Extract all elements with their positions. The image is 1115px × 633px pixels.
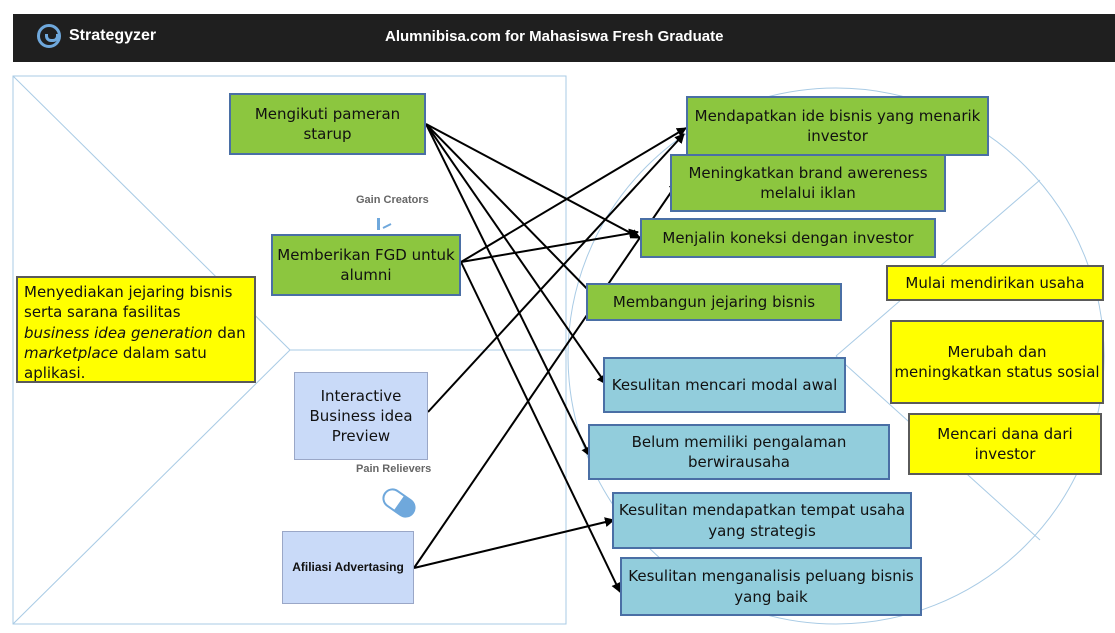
connector-arrows [413,123,687,593]
pain-2[interactable]: Belum memiliki pengalaman berwirausaha [588,424,890,480]
gain-4[interactable]: Membangun jejaring bisnis [586,283,842,321]
job-3[interactable]: Mencari dana dari investor [908,413,1102,475]
pain-reliever-1[interactable]: Interactive Business idea Preview [294,372,428,460]
brand-logo[interactable]: Strategyzer [37,24,156,48]
product-text-3: dan [217,323,246,342]
pain-1[interactable]: Kesulitan mencari modal awal [603,357,846,413]
pill-icon [382,488,416,518]
job-2[interactable]: Merubah dan meningkatkan status sosial [890,320,1104,404]
canvas-title: Alumnibisa.com for Mahasiswa Fresh Gradu… [385,28,724,45]
gain-2[interactable]: Meningkatkan brand awereness melalui ikl… [670,154,946,212]
pain-3[interactable]: Kesulitan mendapatkan tempat usaha yang … [612,492,912,549]
gain-3[interactable]: Menjalin koneksi dengan investor [640,218,936,258]
job-1[interactable]: Mulai mendirikan usaha [886,265,1104,301]
gain-creator-2[interactable]: Memberikan FGD untuk alumni [271,234,461,296]
pain-reliever-2[interactable]: Afiliasi Advertasing [282,531,414,604]
top-bar: Strategyzer Alumnibisa.com for Mahasiswa… [13,14,1115,62]
product-text-2: business idea generation [24,323,213,342]
value-map-frame [12,75,567,625]
product-text-1: Menyediakan jejaring bisnis serta sarana… [24,283,233,322]
gain-creators-icon [377,218,392,230]
products-services-box[interactable]: Menyediakan jejaring bisnis serta sarana… [16,276,256,383]
gain-1[interactable]: Mendapatkan ide bisnis yang menarik inve… [686,96,989,156]
gain-creators-label: Gain Creators [356,194,429,206]
strategyzer-logo-icon [37,24,61,48]
product-text-5: dalam satu aplikasi. [24,343,207,382]
pain-relievers-label: Pain Relievers [356,463,432,475]
product-text-4: marketplace [24,343,119,362]
pain-4[interactable]: Kesulitan menganalisis peluang bisnis ya… [620,557,922,616]
brand-name: Strategyzer [69,27,157,44]
gain-creator-1[interactable]: Mengikuti pameran starup [229,93,426,155]
